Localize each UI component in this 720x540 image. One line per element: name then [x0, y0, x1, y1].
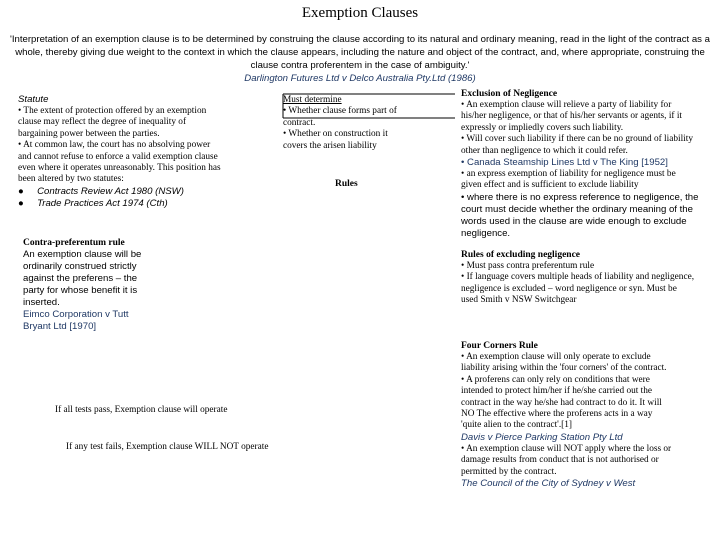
negligence-heading: Exclusion of Negligence [461, 89, 558, 99]
four-corners-line: intended to protect him/her if he/she ca… [461, 386, 653, 397]
contra-heading: Contra-preferentum rule [23, 238, 125, 248]
negligence-line: expressly or impliedly covers such liabi… [461, 122, 624, 133]
four-corners-block: Four Corners Rule • An exemption clause … [461, 340, 717, 490]
must-determine-line: contract. [283, 117, 316, 128]
statute-heading: Statute [18, 94, 49, 105]
negligence-line: • where there is no express reference to… [461, 191, 699, 203]
four-corners-case: Davis v Pierce Parking Station Pty Ltd [461, 431, 623, 443]
four-corners-line: • A proferens can only rely on condition… [461, 374, 650, 385]
excluding-line: • If language covers multiple heads of l… [461, 272, 695, 283]
negligence-case: • Canada Steamship Lines Ltd v The King … [461, 157, 668, 169]
negligence-line: other than negligence to which it could … [461, 145, 628, 156]
statute-line: • At common law, the court has no absolv… [18, 140, 211, 151]
contra-line: An exemption clause will be [23, 249, 142, 260]
four-corners-line: NO The effective where the proferens act… [461, 409, 653, 420]
quote-source: Darlington Futures Ltd v Delco Australia… [244, 73, 476, 84]
statute-line: clause may reflect the degree of inequal… [18, 117, 187, 128]
statute-line: and cannot refuse to enforce a valid exe… [18, 151, 218, 162]
four-corners-line: 'quite alien to the contract'.[1] [461, 420, 572, 431]
contra-block: Contra-preferentum rule An exemption cla… [23, 237, 203, 333]
four-corners-line: liability arising within the 'four corne… [461, 363, 667, 374]
contra-line: ordinarily construed strictly [23, 261, 137, 272]
four-corners-line: damage results from conduct that is not … [461, 455, 659, 466]
negligence-line: words used in the clause are wide enough… [461, 215, 687, 227]
excluding-heading: Rules of excluding negligence [461, 250, 581, 260]
statute-act: ● Trade Practices Act 1974 (Cth) [18, 197, 168, 209]
four-corners-line: • An exemption clause will only operate … [461, 352, 651, 362]
negligence-line: court must decide whether the ordinary m… [461, 203, 693, 215]
must-determine-block: Must determine • Whether clause forms pa… [283, 95, 453, 152]
negligence-block: Exclusion of Negligence • An exemption c… [461, 88, 717, 240]
must-determine-heading: Must determine [283, 95, 342, 105]
statute-line: • The extent of protection offered by an… [18, 106, 207, 116]
negligence-line: his/her negligence, or that of his/her s… [461, 111, 682, 122]
excluding-line: used Smith v NSW Switchgear [461, 295, 577, 306]
excluding-line: • Must pass contra preferentum rule [461, 261, 595, 271]
four-corners-line: contract in the way he/she had contract … [461, 397, 662, 408]
outcome-pass: If all tests pass, Exemption clause will… [55, 405, 228, 415]
statute-act: ● Contracts Review Act 1980 (NSW) [18, 185, 184, 197]
contra-line: inserted. [23, 297, 60, 308]
statute-block: Statute • The extent of protection offer… [18, 94, 258, 210]
four-corners-heading: Four Corners Rule [461, 341, 538, 351]
rules-label: Rules [335, 179, 358, 189]
statute-line: bargaining power between the parties. [18, 128, 160, 139]
contra-case: Bryant Ltd [1970] [23, 321, 97, 332]
statute-line: even where it operates unreasonably. Thi… [18, 163, 221, 174]
four-corners-case: The Council of the City of Sydney v West [461, 478, 636, 490]
negligence-line: • Will cover such liability if there can… [461, 134, 693, 145]
must-determine-line: • Whether clause forms part of [283, 106, 397, 117]
negligence-line: given effect and is sufficient to exclud… [461, 180, 639, 191]
excluding-line: negligence is excluded – word negligence… [461, 283, 677, 294]
contra-line: against the preferens – the [23, 273, 138, 284]
excluding-block: Rules of excluding negligence • Must pas… [461, 249, 717, 307]
quote-text: 'Interpretation of an exemption clause i… [10, 34, 710, 71]
must-determine-line: • Whether on construction it [283, 129, 388, 140]
four-corners-line: permitted by the contract. [461, 466, 557, 477]
statute-line: been altered by two statutes: [18, 174, 124, 185]
four-corners-line: • An exemption clause will NOT apply whe… [461, 443, 672, 454]
negligence-line: negligence. [461, 227, 511, 239]
negligence-line: • An exemption clause will relieve a par… [461, 100, 672, 110]
outcome-fail: If any test fails, Exemption clause WILL… [66, 442, 269, 452]
page-title: Exemption Clauses [301, 5, 419, 21]
contra-line: party for whose benefit it is [23, 285, 138, 296]
contra-case: Eimco Corporation v Tutt [23, 309, 129, 320]
intro-quote: 'Interpretation of an exemption clause i… [6, 33, 714, 85]
must-determine-line: covers the arisen liability [283, 140, 377, 151]
negligence-line: • an express exemption of liability for … [461, 169, 676, 180]
